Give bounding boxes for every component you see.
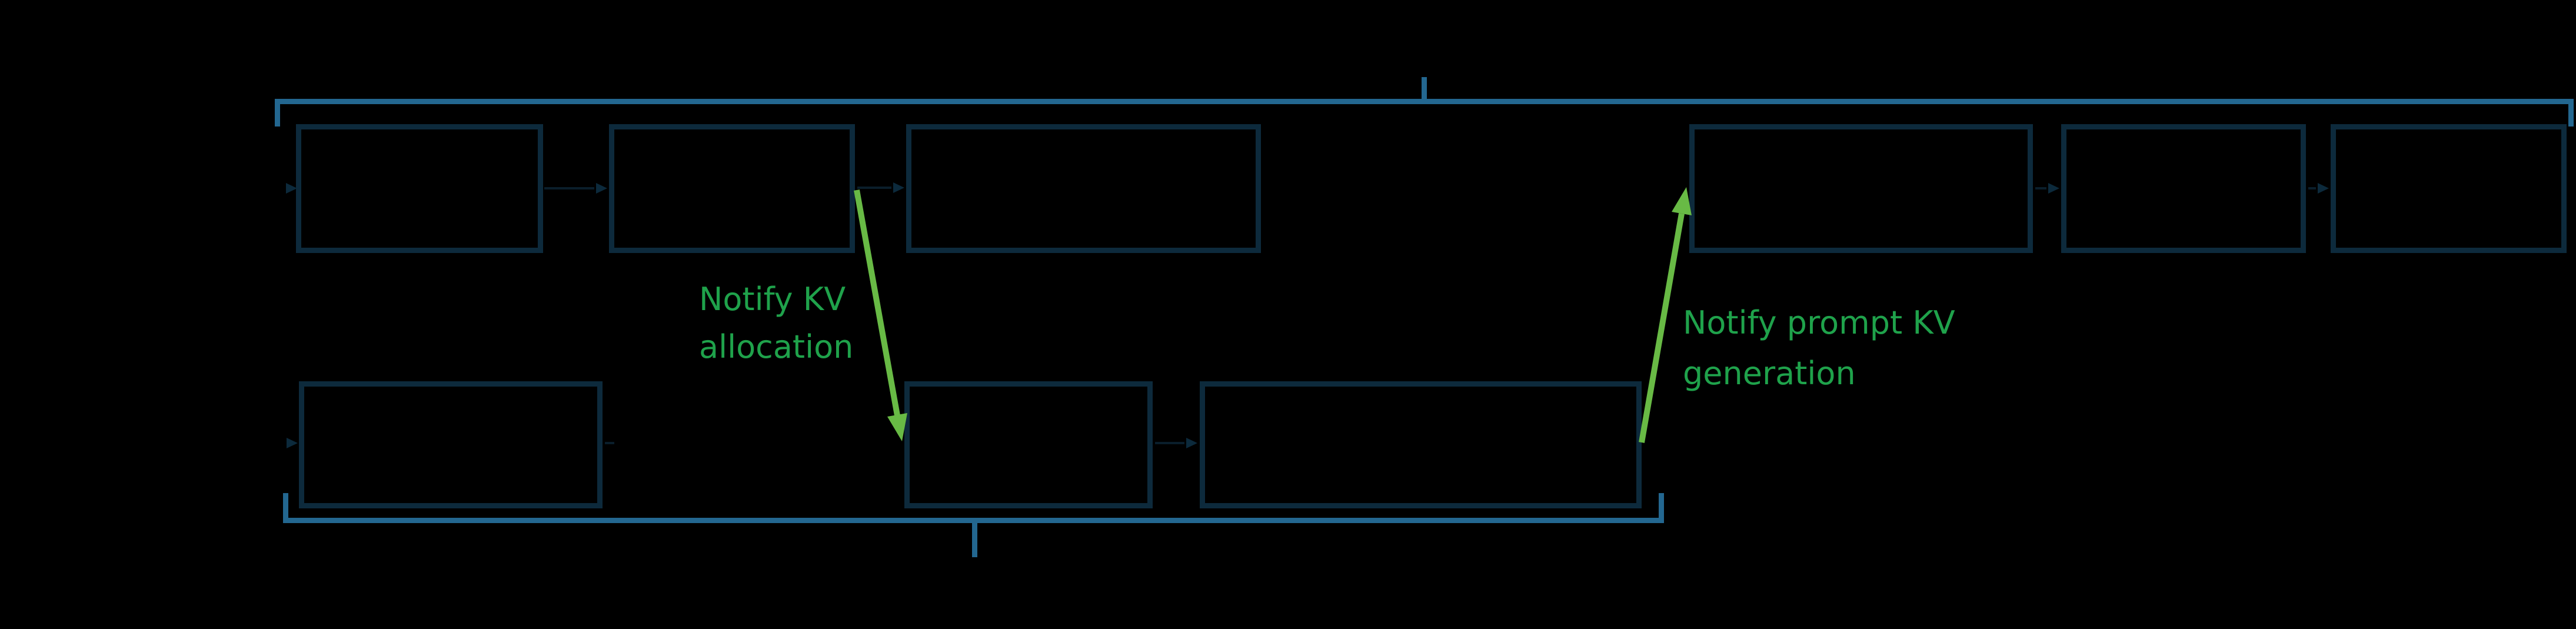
bottom-bracket: [283, 493, 1664, 523]
bottom-row-box-1: [299, 381, 603, 508]
connector-arrowhead-into-box5: [2048, 183, 2059, 194]
top-row-box-3: [906, 124, 1261, 253]
kv-allocation-label: Notify KV allocation: [699, 275, 853, 371]
top-row-box-1: [296, 124, 543, 253]
top-row-box-4: [1689, 124, 2033, 253]
connector-arrowhead-into-box1: [286, 183, 297, 194]
prompt-kv-generation-arrow: [1639, 187, 1692, 443]
inter-box-connectors: [286, 182, 2329, 448]
bottom-row-box-3: [1200, 381, 1642, 508]
kv-allocation-label-line2: allocation: [699, 328, 854, 365]
top-bracket: [275, 99, 2574, 127]
kv-allocation-label-line1: Notify KV: [699, 281, 846, 318]
connector-arrowhead-into-box6: [2318, 183, 2329, 194]
prompt-kv-generation-label-line2: generation: [1683, 355, 1856, 392]
top-row-box-6: [2331, 124, 2567, 253]
kv-allocation-arrow: [854, 189, 907, 441]
prompt-kv-generation-arrow-shaft: [1639, 213, 1685, 443]
top-row-box-2: [609, 124, 855, 253]
prompt-kv-generation-label-line1: Notify prompt KV: [1683, 304, 1955, 341]
bottom-row-box-2: [904, 381, 1153, 508]
prompt-kv-generation-arrowhead: [1672, 187, 1692, 215]
connector-arrowhead-into-bottom-box3: [1186, 438, 1197, 448]
connector-arrowhead-into-box2: [596, 183, 607, 194]
connector-arrowhead-into-box3: [893, 182, 904, 193]
top-row-box-5: [2061, 124, 2306, 253]
kv-allocation-arrow-shaft: [854, 189, 900, 416]
prompt-kv-generation-label: Notify prompt KV generation: [1683, 298, 1955, 399]
kv-allocation-arrowhead: [887, 413, 907, 441]
connector-arrowhead-into-bottom-box1: [287, 438, 298, 448]
